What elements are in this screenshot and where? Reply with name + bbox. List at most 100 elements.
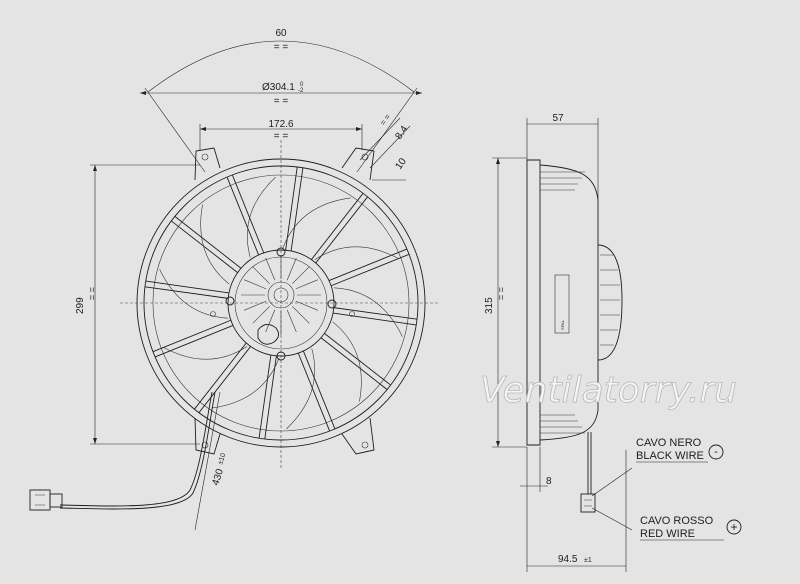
dim-tab-line: [369, 125, 411, 169]
dim-mount-spacing-tol: = =: [274, 131, 289, 142]
shroud-fins: [540, 171, 585, 191]
support-spoke: [311, 193, 368, 264]
mount-tab-top-left: [194, 147, 221, 181]
dim-tab-width-label: 8.4: [393, 124, 410, 142]
dim-depth-label: 57: [552, 113, 564, 124]
dim-extension: [356, 87, 418, 173]
dim-extension: [144, 87, 206, 173]
motor-fin: [295, 300, 319, 311]
dim-angle-label: 60: [275, 28, 287, 39]
dim-height-tol: = =: [87, 287, 97, 300]
rivet: [349, 311, 355, 317]
dim-total-depth-tol: ±1: [584, 557, 592, 564]
dim-diameter-tol: = =: [274, 96, 289, 107]
mount-hole: [201, 153, 209, 161]
fan-blade: [332, 321, 362, 402]
power-cable: [59, 391, 213, 507]
plus-symbol: +: [730, 520, 737, 534]
fan-blades: [159, 176, 403, 430]
fan-blade: [286, 348, 315, 430]
support-spoke: [194, 342, 251, 413]
shroud-side: [526, 159, 541, 446]
mount-tab-bottom-right: [341, 417, 375, 455]
support-spokes: [144, 166, 418, 440]
connector-detail: [35, 494, 45, 506]
motor-fin: [265, 309, 276, 333]
connector-body: [29, 489, 51, 511]
side-connector-detail: [584, 499, 592, 507]
support-spoke: [144, 280, 230, 299]
dim-cable-tol: ±10: [217, 452, 227, 465]
label-plate-text: SPAL: [560, 319, 565, 330]
fan-blade: [211, 357, 280, 409]
dim-lip-label: 8: [546, 476, 552, 487]
leader-black-wire: [591, 467, 633, 497]
motor-fin: [292, 306, 310, 324]
dim-side-height-tol: = =: [496, 287, 506, 300]
dim-mount-spacing-label: 172.6: [268, 119, 293, 130]
label-plate: [554, 274, 570, 334]
support-spoke: [171, 216, 242, 273]
dim-side-height-label: 315: [484, 297, 495, 314]
dim-angle-tol: = =: [274, 42, 289, 53]
support-spoke: [320, 333, 391, 390]
connector-head: [49, 493, 63, 508]
support-spoke: [297, 350, 336, 432]
support-spoke: [226, 174, 265, 256]
support-spoke: [258, 354, 277, 440]
motor-fin: [295, 279, 319, 290]
dim-diameter-tol-upper: 0: [300, 82, 304, 88]
shroud-fins: [540, 414, 585, 434]
fan-blade: [282, 197, 351, 249]
motor-side: [597, 244, 623, 361]
support-spoke: [332, 307, 418, 326]
leader-red-wire: [591, 507, 633, 531]
dim-height-label: 299: [75, 297, 86, 314]
motor-fin: [286, 309, 297, 333]
minus-symbol: -: [714, 446, 718, 458]
cable-grommet: [257, 324, 279, 345]
fan-blade: [333, 287, 403, 337]
motor-fin: [265, 257, 276, 281]
motor-fin: [292, 266, 310, 284]
fan-blade: [159, 269, 229, 319]
fan-blade: [162, 346, 248, 360]
red-wire-label-en: RED WIRE: [640, 528, 695, 540]
black-wire-label-it: CAVO NERO: [636, 437, 702, 449]
dim-angle-arc: [147, 40, 415, 93]
support-spoke: [328, 248, 410, 287]
fan-blade: [247, 176, 276, 258]
power-cable: [59, 391, 216, 510]
side-view: SPAL 57 315 = = 8 94.5 ±1: [484, 113, 633, 572]
motor-screw: [225, 296, 235, 306]
mount-hole: [361, 441, 369, 449]
fan-blade: [314, 246, 400, 260]
dim-tab-line: [359, 117, 401, 161]
black-wire-label-en: BLACK WIRE: [636, 450, 704, 462]
motor-fin: [252, 306, 270, 324]
fan-blade: [200, 204, 230, 285]
motor-side-fins: [600, 254, 620, 346]
front-view: 60 = = Ø304.1 0 -2 = = 172.6 = = 8.4 = =…: [29, 28, 440, 531]
side-connector: [580, 493, 596, 513]
dim-cable-label: 430: [210, 467, 226, 487]
motor-fin: [243, 279, 267, 290]
motor-fin: [252, 266, 270, 284]
plus-symbol-circle: [726, 519, 742, 535]
motor-fin: [243, 300, 267, 311]
support-spoke: [152, 319, 234, 358]
red-wire-label-it: CAVO ROSSO: [640, 515, 714, 527]
rivet: [210, 311, 216, 317]
dim-diameter-tol-lower: -2: [298, 88, 304, 94]
dim-total-depth-label: 94.5: [558, 554, 578, 565]
dim-cable-line: [194, 391, 221, 531]
motor-screw: [327, 299, 337, 309]
support-spoke: [285, 166, 304, 252]
wire-legend: CAVO NERO BLACK WIRE - CAVO ROSSO RED WI…: [636, 437, 742, 541]
minus-symbol-circle: [708, 444, 724, 460]
dim-tab-offset-label: 10: [393, 156, 409, 172]
dim-diameter-label: Ø304.1: [262, 82, 295, 93]
watermark: Ventilatorry.ru: [480, 370, 737, 411]
